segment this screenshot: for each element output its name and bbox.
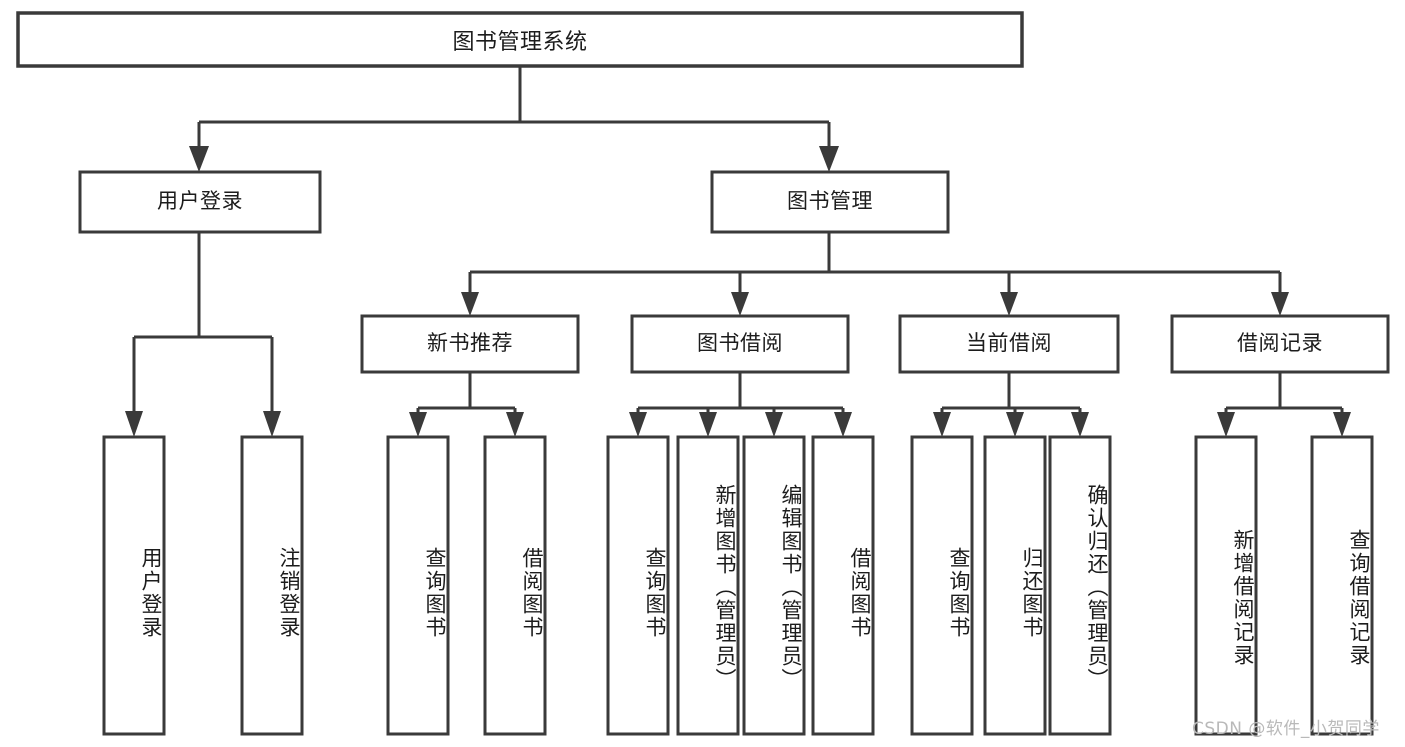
node-box-leaf-query-book-2[interactable] (606, 435, 670, 736)
arrow-head-leaf-edit-book (765, 412, 783, 437)
node-box-book-manage[interactable] (710, 170, 950, 234)
arrow-head-leaf-add-book (699, 412, 717, 437)
arrow-head-current-borrow (1000, 292, 1018, 316)
arrow-head-leaf-borrow-book-2 (834, 412, 852, 437)
node-box-user-login[interactable] (78, 170, 322, 234)
node-box-leaf-add-record[interactable] (1194, 435, 1258, 736)
arrow-head-leaf-borrow-book-1 (506, 412, 524, 437)
arrow-head-leaf-query-book-3 (933, 412, 951, 437)
node-box-leaf-logout[interactable] (240, 435, 304, 736)
arrow-head-leaf-query-book-1 (409, 412, 427, 437)
node-box-leaf-query-book-1[interactable] (386, 435, 450, 736)
node-box-borrow-record[interactable] (1170, 314, 1390, 374)
node-box-leaf-borrow-book-2[interactable] (811, 435, 875, 736)
node-box-leaf-query-book-3[interactable] (910, 435, 974, 736)
arrow-head-leaf-confirm-return (1071, 412, 1089, 437)
node-box-leaf-edit-book[interactable] (742, 435, 806, 736)
arrow-head-leaf-add-record (1217, 412, 1235, 437)
csdn-watermark: CSDN @软件_小贺同学 (1192, 719, 1380, 739)
arrow-head-leaf-logout (263, 411, 281, 437)
node-box-layer (16, 11, 1390, 736)
connector-layer (125, 66, 1351, 437)
node-box-leaf-query-record[interactable] (1310, 435, 1374, 736)
node-box-book-borrow[interactable] (630, 314, 850, 374)
arrow-head-leaf-query-record (1333, 412, 1351, 437)
arrow-head-leaf-user-login (125, 411, 143, 437)
node-box-leaf-borrow-book-1[interactable] (483, 435, 547, 736)
node-box-current-borrow[interactable] (898, 314, 1120, 374)
arrow-head-leaf-query-book-2 (629, 412, 647, 437)
arrow-head-borrow-record (1271, 292, 1289, 316)
node-box-leaf-return-book[interactable] (983, 435, 1047, 736)
node-box-leaf-user-login[interactable] (102, 435, 166, 736)
node-box-leaf-confirm-return[interactable] (1048, 435, 1112, 736)
arrow-head-book-borrow (731, 292, 749, 316)
arrow-head-book-manage (819, 146, 839, 172)
node-box-new-book-rec[interactable] (360, 314, 580, 374)
arrow-head-leaf-return-book (1006, 412, 1024, 437)
node-box-root[interactable] (16, 11, 1024, 68)
node-box-leaf-add-book[interactable] (676, 435, 740, 736)
arrow-head-new-book-rec (461, 292, 479, 316)
arrow-head-user-login (189, 146, 209, 172)
